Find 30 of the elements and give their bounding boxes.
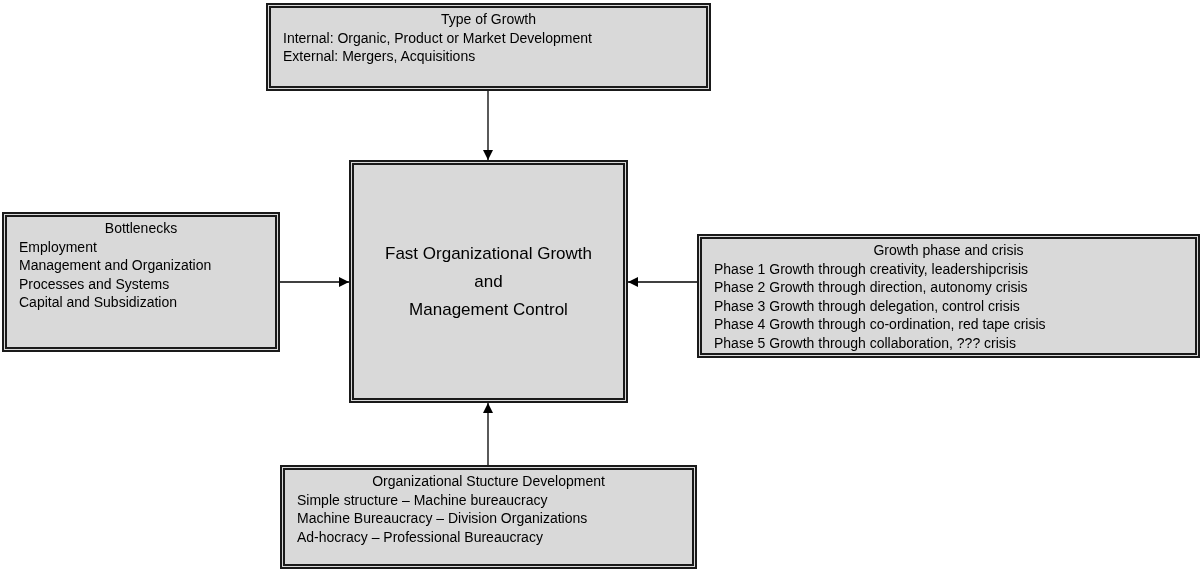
list-item: Internal: Organic, Product or Market Development — [283, 28, 592, 47]
list-item: Management and Organization — [19, 256, 212, 275]
list-item: Processes and Systems — [19, 274, 170, 293]
arrow — [279, 277, 350, 287]
arrow — [483, 402, 493, 466]
title-text: Fast Organizational Growth — [385, 242, 592, 265]
list-item: Employment — [19, 237, 97, 256]
central-box — [349, 160, 628, 403]
list-item: Phase 1 Growth through creativity, leadershipcrisis — [714, 259, 1029, 278]
list-item: Phase 2 Growth through direction, autonomy crisis — [714, 278, 1028, 297]
list-item: Phase 3 Growth through delegation, control crisis — [714, 296, 1020, 315]
info-box — [266, 3, 711, 91]
list-item: Machine Bureaucracy – Division Organizations — [297, 509, 588, 528]
box-heading: Bottlenecks — [104, 219, 178, 238]
info-box — [2, 212, 280, 352]
box-heading: Growth phase and crisis — [873, 241, 1024, 260]
title-text: and — [474, 270, 503, 293]
list-item: Ad-hocracy – Professional Bureaucracy — [297, 527, 543, 546]
info-box — [697, 234, 1200, 358]
list-item: Phase 4 Growth through co-ordination, red tape crisis — [714, 315, 1046, 334]
box-heading: Organizational Stucture Development — [372, 472, 605, 491]
arrow — [483, 90, 493, 161]
arrow — [627, 277, 698, 287]
list-item: Capital and Subsidization — [19, 293, 177, 312]
list-item: External: Mergers, Acquisitions — [283, 47, 476, 66]
box-heading: Type of Growth — [441, 10, 536, 29]
title-text: Management Control — [409, 298, 568, 321]
list-item: Simple structure – Machine bureaucracy — [297, 490, 548, 509]
info-box — [280, 465, 697, 569]
list-item: Phase 5 Growth through collaboration, ??? crisis — [714, 333, 1016, 352]
